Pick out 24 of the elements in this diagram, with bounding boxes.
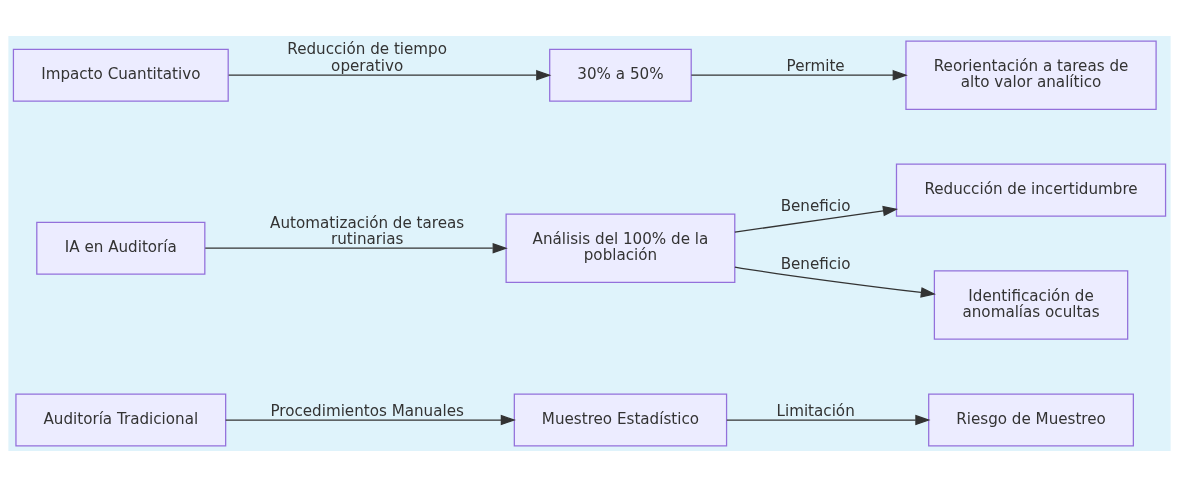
edge-label: Limitación [776,401,855,420]
arrow [734,266,936,298]
node-box: 30% a 50% [549,48,692,102]
edge-label: Permite [786,56,845,75]
node-box: Reorientación a tareas de alto valor analítico [905,40,1157,110]
edge-label: Beneficio [780,197,851,216]
node-box: Riesgo de Muestreo [928,393,1134,447]
edge-label: Beneficio [780,255,851,274]
node-box: Identificación de anomalías ocultas [933,270,1129,340]
node-box: IA en Auditoría [36,221,206,275]
edge-label: Reducción de tiempo operativo [287,40,448,75]
arrow [734,205,899,233]
edge-label: Procedimientos Manuales [270,401,464,420]
node-box: Análisis del 100% de la población [505,213,736,283]
arrow [204,242,508,254]
arrow [225,414,516,426]
node-box: Reducción de incertidumbre [895,163,1167,217]
node-box: Auditoría Tradicional [15,393,227,447]
arrow [690,69,908,81]
node-box: Muestreo Estadístico [513,393,728,447]
arrow [726,414,931,426]
edge-label: Automatización de tareas rutinarias [270,213,465,248]
node-box: Impacto Cuantitativo [12,48,229,102]
arrow [228,69,552,81]
